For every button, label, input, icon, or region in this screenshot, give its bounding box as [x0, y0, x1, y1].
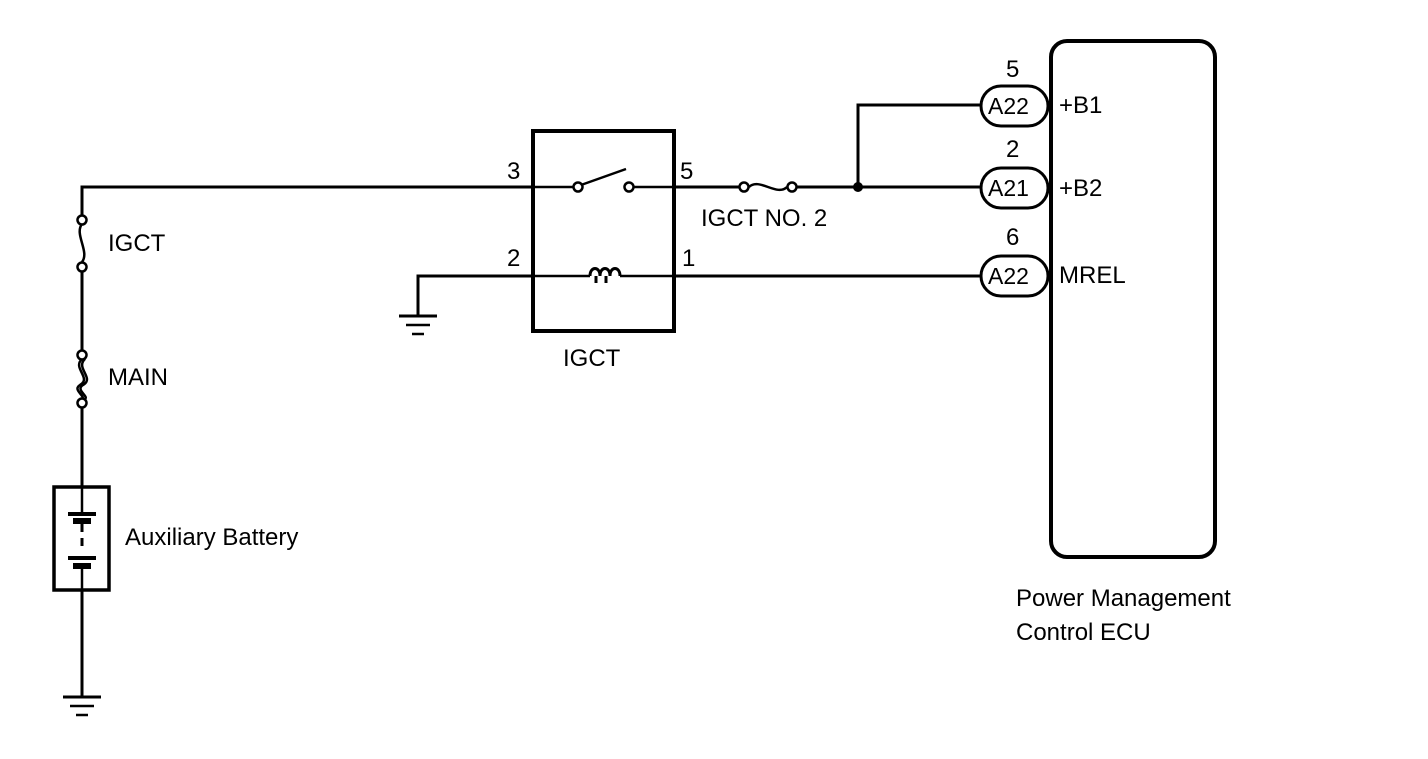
ecu-label-line2: Control ECU [1016, 619, 1151, 646]
relay-switch-symbol [533, 167, 674, 193]
ecu-signal-label: MREL [1059, 262, 1126, 289]
igct-fuse [76, 214, 88, 273]
battery-label: Auxiliary Battery [125, 524, 298, 551]
wire-b1 [856, 103, 983, 189]
ecu-box [1049, 39, 1217, 559]
relay-pin-1: 1 [682, 245, 695, 272]
connector-id: A22 [988, 263, 1029, 289]
main-supply-wire [80, 185, 535, 222]
splice-dot [853, 182, 863, 192]
relay-pin-2: 2 [507, 245, 520, 272]
battery-symbol [52, 485, 111, 592]
relay-pin-5: 5 [680, 158, 693, 185]
connector-id: A21 [988, 175, 1029, 201]
ground-symbol [63, 695, 101, 717]
igct-fuse-label: IGCT [108, 230, 166, 257]
igct-no2-fuse [738, 181, 798, 193]
ecu-pin-number: 2 [1006, 136, 1019, 163]
relay-coil-symbol [533, 267, 674, 283]
connector-a22-b1: A22 [979, 84, 1050, 128]
ecu-pin-number: 5 [1006, 56, 1019, 83]
connector-id: A22 [988, 93, 1029, 119]
main-fuse [76, 349, 89, 409]
relay-label: IGCT [563, 345, 621, 372]
igct-relay [531, 129, 676, 333]
ecu-signal-label: +B1 [1059, 92, 1102, 119]
connector-a22-mrel: A22 [979, 254, 1050, 298]
ground-symbol [399, 314, 437, 336]
ecu-pin-number: 6 [1006, 224, 1019, 251]
connector-a21-b2: A21 [979, 166, 1050, 210]
igct-no2-fuse-label: IGCT NO. 2 [701, 205, 827, 232]
relay-pin-3: 3 [507, 158, 520, 185]
ecu-label-line1: Power Management [1016, 585, 1231, 612]
main-fuse-label: MAIN [108, 364, 168, 391]
relay-ground-wire [416, 274, 535, 318]
ecu-signal-label: +B2 [1059, 175, 1102, 202]
